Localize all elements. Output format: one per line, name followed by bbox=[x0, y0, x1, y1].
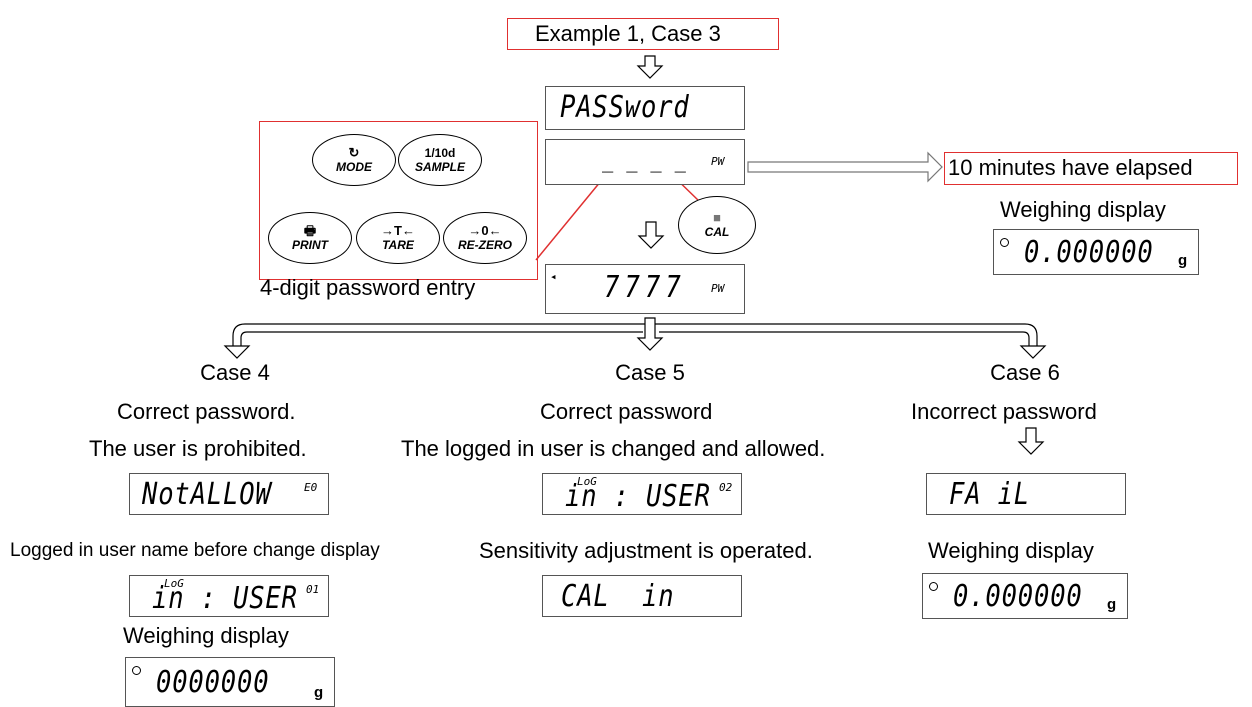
unit-case6: g bbox=[1107, 596, 1117, 613]
weighing-value-top: 0.000000 bbox=[1024, 235, 1154, 270]
user-01-sup: 01 bbox=[306, 583, 320, 596]
rezero-key[interactable]: →0← RE-ZERO bbox=[443, 212, 527, 264]
weighing-display-label-top: Weighing display bbox=[1000, 197, 1166, 222]
rezero-label: RE-ZERO bbox=[458, 238, 512, 252]
weighing-value-case6: 0.000000 bbox=[953, 579, 1083, 614]
case6-title: Case 6 bbox=[990, 360, 1060, 385]
in-user-02-text: in : USER bbox=[565, 479, 711, 514]
print-label: PRINT bbox=[292, 238, 328, 252]
log-label-01: LoG bbox=[164, 577, 184, 590]
right-arrow-elapsed bbox=[747, 151, 943, 183]
elapsed-label: 10 minutes have elapsed bbox=[948, 155, 1193, 180]
weighing-display-top: 0.000000 g bbox=[993, 229, 1199, 275]
title-box bbox=[507, 18, 779, 50]
weighing-display-label-case6: Weighing display bbox=[928, 538, 1094, 563]
weighing-display-bottom: 0000000 g bbox=[125, 657, 335, 707]
unit-bottom: g bbox=[314, 684, 324, 701]
password-entry-digits: 7777 bbox=[604, 270, 686, 305]
tare-icon: →T← bbox=[381, 223, 415, 238]
not-allow-display: NotALLOW E0 bbox=[129, 473, 329, 515]
weighing-value-bottom: 0000000 bbox=[156, 665, 270, 700]
sample-top-label: 1/10d bbox=[424, 146, 456, 160]
print-key[interactable]: 🖶 PRINT bbox=[268, 212, 352, 264]
branch-arrow-left bbox=[223, 345, 251, 359]
case4-title: Case 4 bbox=[200, 360, 270, 385]
case5-line2: The logged in user is changed and allowe… bbox=[401, 436, 826, 461]
password-entry-label: 4-digit password entry bbox=[260, 275, 476, 300]
pw-tag-entry: PW bbox=[711, 282, 725, 295]
cycle-icon: ↻ bbox=[348, 145, 360, 160]
password-dashes: _ _ _ _ bbox=[602, 148, 687, 173]
branch-arrow-right bbox=[1019, 345, 1047, 359]
keypad-box bbox=[259, 121, 538, 280]
password-entry-display: ◂ 7777 PW bbox=[545, 264, 745, 314]
mode-key[interactable]: ↻ MODE bbox=[312, 134, 396, 186]
not-allow-text: NotALLOW bbox=[142, 477, 272, 512]
red-connector-keypad bbox=[535, 169, 611, 261]
tare-key[interactable]: →T← TARE bbox=[356, 212, 440, 264]
user-01-display: LoG in : USER 01 bbox=[129, 575, 329, 617]
down-arrow-1 bbox=[636, 55, 664, 79]
rezero-icon: →0← bbox=[468, 223, 502, 238]
tare-label: TARE bbox=[382, 238, 414, 252]
sample-label: SAMPLE bbox=[414, 160, 465, 174]
weighing-display-case6: 0.000000 g bbox=[922, 573, 1128, 619]
mode-label: MODE bbox=[336, 160, 372, 174]
title: Example 1, Case 3 bbox=[535, 21, 721, 46]
case5-title: Case 5 bbox=[615, 360, 685, 385]
case5-line1: Correct password bbox=[540, 399, 713, 424]
weighing-display-label-bottom: Weighing display bbox=[123, 623, 289, 648]
sample-key[interactable]: 1/10d SAMPLE bbox=[398, 134, 482, 186]
down-arrow-2 bbox=[637, 221, 665, 249]
password-dashes-display: _ _ _ _ PW bbox=[545, 139, 745, 185]
fail-display: FA iL bbox=[926, 473, 1126, 515]
cal-in-display: CAL in bbox=[542, 575, 742, 617]
case4-line1: Correct password. bbox=[117, 399, 296, 424]
cal-label: CAL bbox=[704, 225, 730, 239]
pw-tag: PW bbox=[711, 155, 725, 168]
elapsed-box bbox=[944, 152, 1238, 185]
password-prompt-text: PASSword bbox=[560, 90, 690, 125]
user-02-sup: 02 bbox=[719, 481, 733, 494]
not-allow-sup: E0 bbox=[304, 481, 318, 494]
weight-icon: ■ bbox=[713, 210, 721, 225]
in-user-01-text: in : USER bbox=[152, 581, 298, 616]
logged-before-label: Logged in user name before change displa… bbox=[10, 540, 380, 561]
case4-line2: The user is prohibited. bbox=[89, 436, 307, 461]
printer-icon: 🖶 bbox=[303, 223, 317, 238]
branch-pipe-outer bbox=[232, 323, 1038, 350]
password-prompt-display: PASSword bbox=[545, 86, 745, 130]
branch-arrow-center bbox=[636, 317, 664, 351]
case6-line1: Incorrect password bbox=[911, 399, 1097, 424]
cal-key[interactable]: ■ CAL bbox=[678, 196, 756, 254]
down-arrow-case6 bbox=[1017, 427, 1045, 455]
fail-text: FA iL bbox=[949, 477, 1031, 512]
branch-pipe-inner bbox=[240, 331, 1030, 350]
sensitivity-label: Sensitivity adjustment is operated. bbox=[479, 538, 813, 563]
user-02-display: LoG in : USER 02 bbox=[542, 473, 742, 515]
unit-top: g bbox=[1178, 252, 1188, 269]
cal-in-text: CAL in bbox=[561, 579, 675, 614]
log-label-02: LoG bbox=[577, 475, 597, 488]
